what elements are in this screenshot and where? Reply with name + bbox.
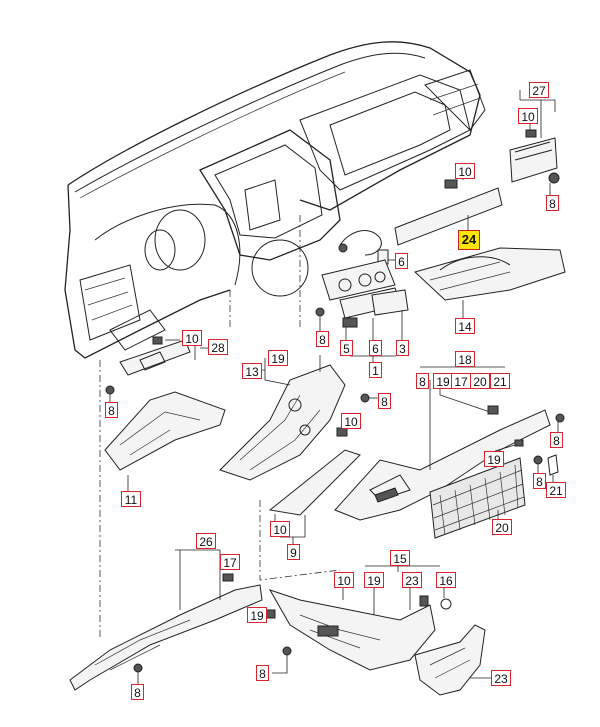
part-label-28[interactable]: 28 [208,339,228,355]
part-label-8c[interactable]: 8 [416,373,429,389]
part-label-19b[interactable]: 19 [433,373,453,389]
part-label-27[interactable]: 27 [529,82,549,98]
part-label-14[interactable]: 14 [455,318,475,334]
part-label-9[interactable]: 9 [287,544,300,560]
part-label-24[interactable]: 24 [458,230,480,250]
part-label-6[interactable]: 6 [395,253,408,269]
part-24-trim-strip [394,168,503,246]
part-label-26[interactable]: 26 [196,533,216,549]
part-26-lower-trim [69,360,263,691]
part-label-8b[interactable]: 8 [316,331,329,347]
part-label-11[interactable]: 11 [121,491,141,507]
part-label-19e[interactable]: 19 [247,607,267,623]
part-label-6b[interactable]: 6 [369,340,382,356]
part-label-19a[interactable]: 19 [268,350,288,366]
part-label-10d[interactable]: 10 [341,413,361,429]
part-label-10e[interactable]: 10 [270,521,290,537]
part-label-10f[interactable]: 10 [334,572,354,588]
part-label-21a[interactable]: 21 [490,373,510,389]
part-label-10a[interactable]: 10 [518,108,538,124]
part-label-19c[interactable]: 19 [484,451,504,467]
part-11-trim [104,391,226,491]
part-label-20a[interactable]: 20 [470,373,490,389]
part-label-23a[interactable]: 23 [402,572,422,588]
part-label-8h[interactable]: 8 [256,665,269,681]
part-label-17b[interactable]: 17 [220,554,240,570]
part-label-8i[interactable]: 8 [131,684,144,700]
part-label-21b[interactable]: 21 [546,482,566,498]
part-label-20b[interactable]: 20 [492,519,512,535]
part-label-13[interactable]: 13 [242,363,262,379]
part-label-16[interactable]: 16 [436,572,456,588]
part-20-net [429,454,559,539]
part-label-8g[interactable]: 8 [533,473,546,489]
part-label-8f[interactable]: 8 [550,432,563,448]
part-label-10b[interactable]: 10 [455,163,475,179]
part-label-8a[interactable]: 8 [546,195,559,211]
part-label-3[interactable]: 3 [396,340,409,356]
part-label-10c[interactable]: 10 [182,330,202,346]
part-label-18[interactable]: 18 [455,351,475,367]
part-9-panel [268,449,361,544]
part-27-panel [509,90,560,195]
dashboard-assembly [64,41,486,359]
part-label-23b[interactable]: 23 [491,670,511,686]
part-23-cover [414,624,491,696]
part-28-bracket [105,336,208,402]
part-label-19d[interactable]: 19 [364,572,384,588]
part-label-8d[interactable]: 8 [378,393,391,409]
part-label-8e[interactable]: 8 [105,402,118,418]
part-label-5[interactable]: 5 [340,340,353,356]
part-1-console [315,259,409,362]
part-18-glovebox [334,366,565,521]
part-label-17a[interactable]: 17 [451,373,471,389]
part-label-15[interactable]: 15 [390,550,410,566]
part-label-1[interactable]: 1 [369,362,382,378]
part-13-bracket [219,355,378,481]
part-6-switch [338,230,395,265]
part-15-lower-cover [259,500,452,674]
part-14-panel [414,247,566,318]
